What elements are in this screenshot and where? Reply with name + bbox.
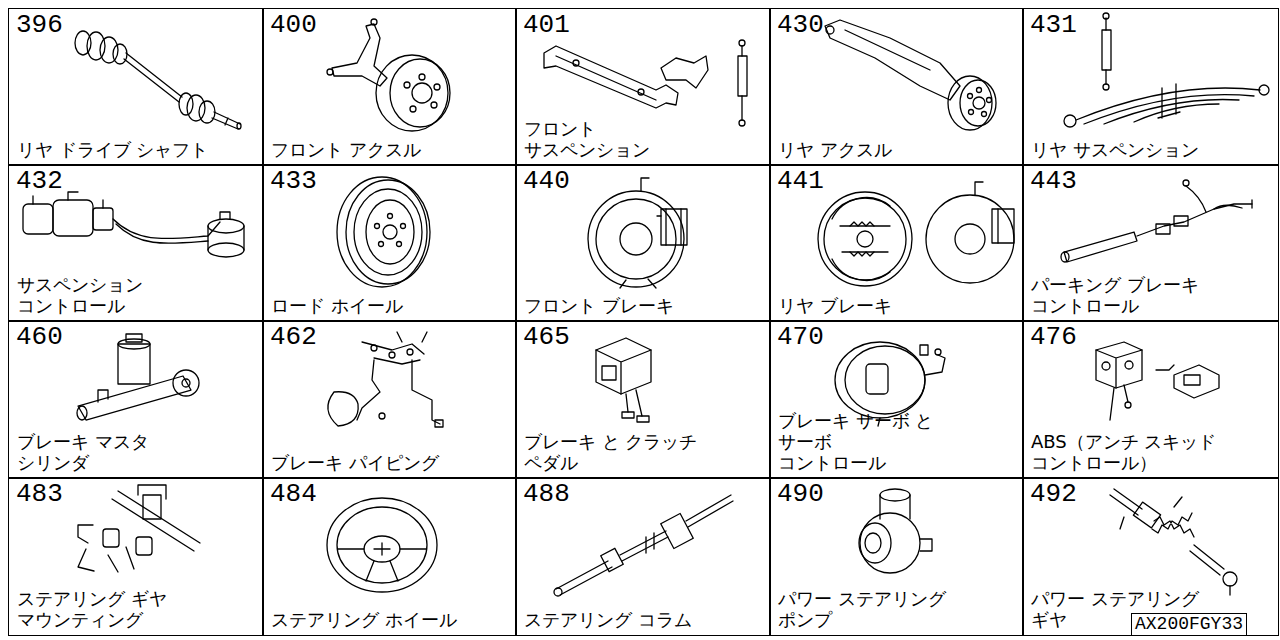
- part-name: サスペンション コントロール: [17, 274, 161, 316]
- callout-number: 470: [777, 322, 824, 352]
- callout-number: 490: [777, 479, 824, 509]
- pedal-drawing: [596, 338, 651, 422]
- abs-unit-drawing: [1096, 342, 1219, 420]
- front-axle-drawing: [327, 19, 450, 131]
- part-name: リヤ ドライブ シャフト: [17, 139, 208, 160]
- callout-number: 431: [1030, 10, 1077, 40]
- part-cell: 460 ブレーキ マスタ シリンダ: [8, 320, 264, 479]
- figure-code: AX200FGY33: [1131, 613, 1247, 636]
- callout-number: 465: [523, 322, 570, 352]
- part-cell: 430 リヤ アクスル: [769, 8, 1024, 166]
- master-cylinder-drawing: [77, 334, 199, 420]
- brake-piping-drawing: [328, 332, 443, 427]
- part-name: ステアリング ギヤ マウンティング: [17, 588, 179, 630]
- part-name: ステアリング コラム: [524, 609, 692, 630]
- callout-number: 462: [270, 322, 317, 352]
- part-cell: 431 リヤ サスペンション: [1022, 8, 1279, 166]
- part-cell: 396 リヤ ドライブ シャフト: [8, 8, 264, 166]
- steering-wheel-drawing: [327, 498, 437, 592]
- callout-number: 492: [1030, 479, 1077, 509]
- part-name: パワー ステアリング ポンプ: [778, 588, 958, 630]
- part-cell: 476ABS（アンチ スキッド コントロール）: [1022, 320, 1279, 479]
- part-cell: 465 ブレーキ と クラッチ ペダル: [515, 320, 771, 479]
- part-cell: 440 フロント ブレーキ: [515, 164, 771, 322]
- power-steering-gear-drawing: [1110, 489, 1237, 595]
- part-cell: 492パワー ステアリング ギヤ: [1022, 477, 1279, 636]
- front-brake-drawing: [588, 178, 687, 288]
- callout-number: 430: [777, 10, 824, 40]
- part-cell: 483 ステアリング ギヤ マウンティング: [8, 477, 264, 636]
- callout-number: 401: [523, 10, 570, 40]
- part-cell: 401 フロント サスペンション: [515, 8, 771, 166]
- parking-brake-drawing: [1061, 180, 1252, 262]
- steering-column-drawing: [554, 495, 733, 596]
- part-cell: 490 パワー ステアリング ポンプ: [769, 477, 1024, 636]
- callout-number: 440: [523, 166, 570, 196]
- part-cell: 470 ブレーキ サーボ と サーボ コントロール: [769, 320, 1024, 479]
- part-name: リヤ ブレーキ: [778, 295, 892, 316]
- rear-axle-drawing: [825, 20, 996, 130]
- callout-number: 396: [16, 10, 63, 40]
- part-cell: 484 ステアリング ホイール: [262, 477, 517, 636]
- part-cell: 488 ステアリング コラム: [515, 477, 771, 636]
- callout-number: 488: [523, 479, 570, 509]
- gear-mounting-drawing: [78, 485, 200, 572]
- callout-number: 433: [270, 166, 317, 196]
- callout-number: 483: [16, 479, 63, 509]
- part-name: ブレーキ サーボ と サーボ コントロール: [778, 410, 940, 473]
- callout-number: 400: [270, 10, 317, 40]
- part-name: リヤ アクスル: [778, 139, 892, 160]
- callout-number: 441: [777, 166, 824, 196]
- part-name: フロント ブレーキ: [524, 295, 674, 316]
- power-steering-pump-drawing: [859, 489, 932, 573]
- rear-suspension-drawing: [1064, 13, 1269, 127]
- drive-shaft-drawing: [75, 31, 241, 129]
- callout-number: 443: [1030, 166, 1077, 196]
- part-name: リヤ サスペンション: [1031, 139, 1199, 160]
- part-cell: 443 パーキング ブレーキ コントロール: [1022, 164, 1279, 322]
- part-name: ABS（アンチ スキッド コントロール）: [1031, 431, 1229, 473]
- callout-number: 432: [16, 166, 63, 196]
- part-name: ブレーキ と クラッチ ペダル: [524, 431, 704, 473]
- part-name: ロード ホイール: [271, 295, 403, 316]
- part-cell: 433 ロード ホイール: [262, 164, 517, 322]
- part-name: フロント アクスル: [271, 139, 421, 160]
- rear-brake-drawing: [818, 182, 1014, 286]
- part-cell: 462 ブレーキ パイピング: [262, 320, 517, 479]
- part-cell: 441 リヤ ブレーキ: [769, 164, 1024, 322]
- part-name: ブレーキ マスタ シリンダ: [17, 431, 161, 473]
- road-wheel-drawing: [337, 177, 430, 287]
- suspension-control-drawing: [23, 192, 244, 257]
- part-cell: 400 フロント アクスル: [262, 8, 517, 166]
- part-name: フロント サスペンション: [524, 118, 668, 160]
- part-name: ブレーキ パイピング: [271, 452, 439, 473]
- part-name: ステアリング ホイール: [271, 609, 457, 630]
- callout-number: 484: [270, 479, 317, 509]
- front-suspension-drawing: [544, 40, 747, 126]
- callout-number: 476: [1030, 322, 1077, 352]
- part-cell: 432 サスペンション コントロール: [8, 164, 264, 322]
- callout-number: 460: [16, 322, 63, 352]
- part-name: パーキング ブレーキ コントロール: [1031, 274, 1211, 316]
